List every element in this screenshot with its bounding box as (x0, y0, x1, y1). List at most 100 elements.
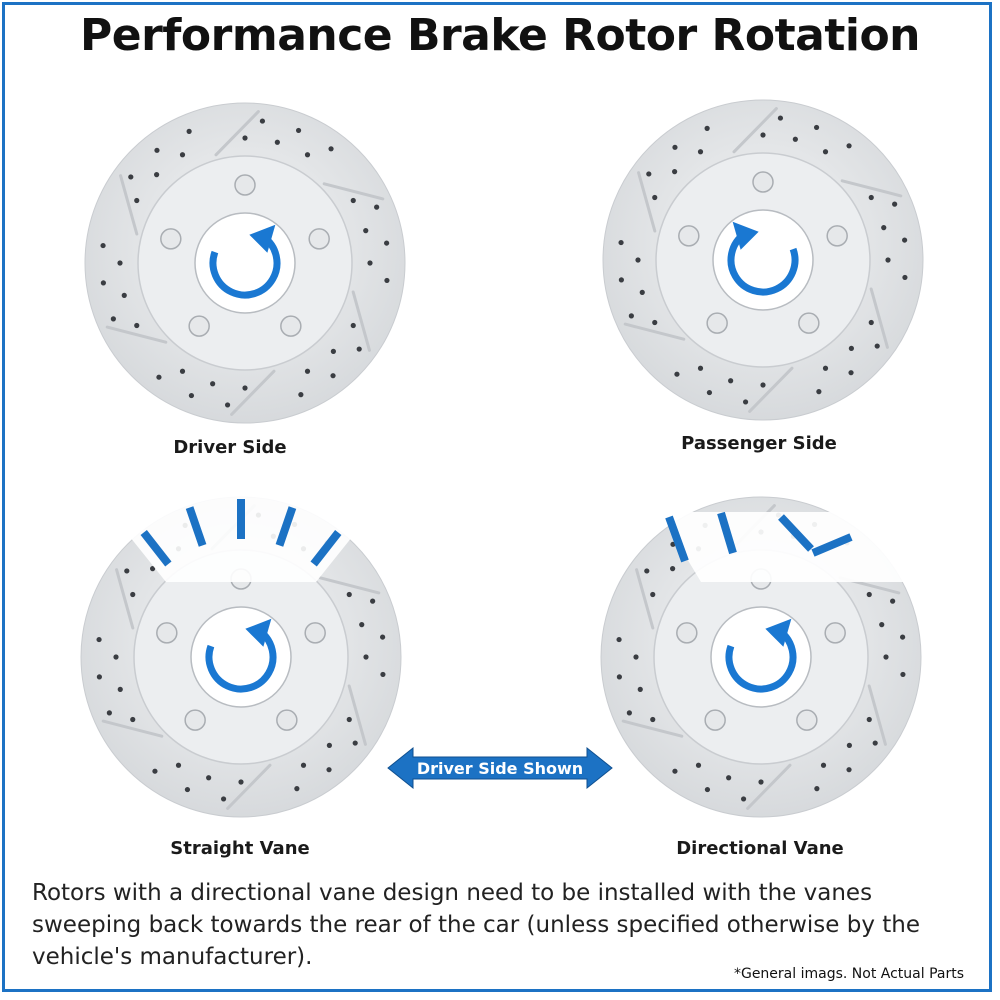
drill-hole (352, 740, 358, 746)
rotor-slot (867, 684, 887, 746)
lug-hole (826, 225, 848, 247)
drill-hole (359, 622, 365, 628)
rotor-slot (318, 576, 381, 595)
drill-hole (100, 242, 106, 249)
drill-hole (295, 127, 302, 134)
drill-hole (130, 591, 136, 598)
drill-hole (384, 277, 390, 284)
rotor-slot (230, 369, 276, 416)
directional-vane (717, 511, 737, 555)
drill-hole (635, 257, 641, 263)
caption-passenger-side: Passenger Side (681, 433, 837, 454)
driver-side-shown-badge: Driver Side Shown (387, 746, 613, 790)
drill-hole (294, 786, 300, 792)
lug-hole (304, 622, 326, 644)
drill-hole (706, 389, 713, 396)
rotor-driver-side (84, 102, 406, 424)
drill-hole (728, 378, 734, 384)
straight-vane (140, 530, 172, 567)
rotation-arrowhead-icon (245, 618, 272, 647)
drill-hole (150, 566, 156, 572)
directional-vane (665, 515, 689, 563)
drill-hole (846, 143, 852, 149)
drill-hole (618, 277, 624, 283)
drill-hole (134, 197, 140, 204)
directional-vane (811, 533, 853, 557)
rotor-slot (621, 719, 684, 738)
drill-hole (363, 654, 369, 660)
rotor-slot (869, 287, 889, 349)
drill-hole (179, 368, 186, 374)
drill-hole (846, 767, 852, 773)
drill-hole (868, 194, 874, 201)
drill-hole (900, 671, 906, 678)
lug-hole (156, 622, 178, 644)
drill-hole (874, 343, 880, 349)
drill-hole (616, 674, 622, 680)
drill-hole (892, 201, 898, 207)
drill-hole (626, 710, 632, 716)
drill-hole (646, 171, 652, 177)
drill-hole (760, 382, 766, 388)
drill-hole (697, 365, 704, 371)
drill-hole (304, 368, 311, 374)
drill-hole (117, 686, 123, 692)
drill-hole (113, 654, 119, 660)
drill-hole (848, 370, 854, 376)
drill-hole (650, 716, 656, 723)
drill-hole (300, 762, 307, 768)
lug-hole (824, 622, 846, 644)
straight-vane (185, 506, 207, 547)
drill-hole (346, 716, 352, 723)
drill-hole (814, 786, 820, 792)
drill-hole (154, 147, 160, 153)
drill-hole (326, 742, 332, 748)
rotor-slot (105, 325, 168, 344)
drill-hole (760, 132, 766, 138)
rotor-slot (101, 719, 164, 738)
drill-hole (184, 786, 191, 793)
drill-hole (672, 768, 678, 774)
drill-hole (616, 636, 622, 643)
drill-hole (618, 239, 624, 246)
lug-hole (678, 225, 700, 247)
drill-hole (326, 767, 332, 773)
rotor-directional-vane (600, 496, 926, 818)
drill-hole (128, 174, 134, 180)
lug-hole (796, 709, 818, 731)
drill-hole (695, 762, 702, 768)
drill-hole (350, 322, 356, 329)
rotor-slot (351, 290, 371, 352)
lug-hole (234, 174, 256, 196)
lug-hole (276, 709, 298, 731)
drill-hole (637, 686, 643, 692)
rotor-slot (746, 763, 792, 810)
rotation-arrowhead-icon (732, 221, 759, 250)
drill-hole (110, 316, 116, 322)
drill-hole (367, 260, 373, 266)
drill-hole (156, 374, 162, 380)
drill-hole (210, 381, 216, 387)
drill-hole (872, 740, 878, 746)
drill-hole (130, 716, 136, 723)
drill-hole (117, 260, 123, 266)
drill-hole (777, 115, 784, 121)
lug-hole (706, 312, 728, 334)
drill-hole (890, 598, 896, 604)
drill-hole (704, 786, 711, 793)
drill-hole (274, 139, 280, 145)
drill-hole (848, 345, 854, 351)
drill-hole (792, 136, 798, 142)
footnote: *General imags. Not Actual Parts (733, 966, 964, 982)
drill-hole (868, 319, 874, 326)
drill-hole (883, 654, 889, 660)
lug-hole (752, 171, 774, 193)
lug-hole (798, 312, 820, 334)
description-text: Rotors with a directional vane design ne… (32, 880, 920, 970)
rotor-slot (119, 174, 139, 236)
drill-hole (188, 392, 195, 399)
drill-hole (124, 568, 130, 574)
caption-directional-vane: Directional Vane (676, 838, 844, 859)
drill-hole (652, 194, 658, 201)
drill-hole (697, 149, 704, 155)
